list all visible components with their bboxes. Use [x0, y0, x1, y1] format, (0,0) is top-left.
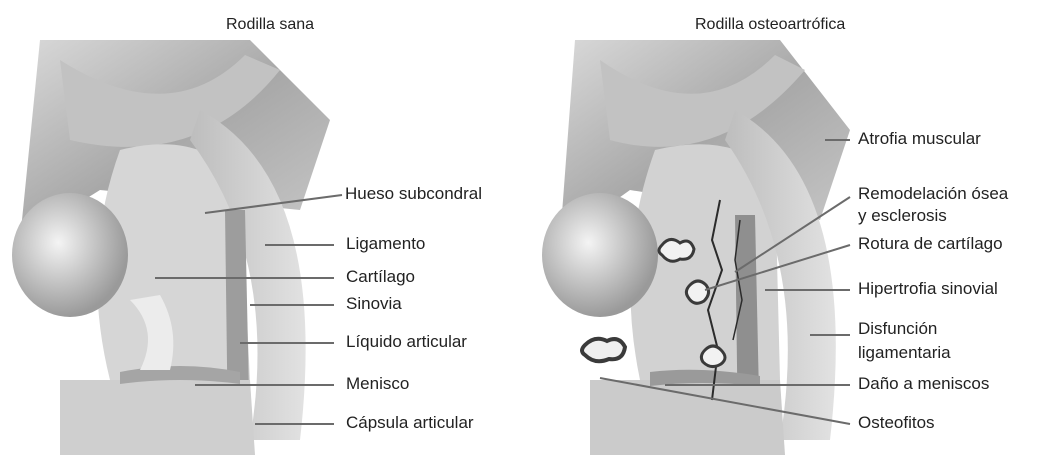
- oa-knee-illustration: [542, 40, 850, 455]
- label-osteophytes: Osteofitos: [858, 413, 935, 433]
- label-remodel-2: y esclerosis: [858, 206, 947, 226]
- label-synovium: Sinovia: [346, 294, 402, 314]
- healthy-title: Rodilla sana: [226, 16, 314, 34]
- label-fluid: Líquido articular: [346, 332, 467, 352]
- label-ligament: Ligamento: [346, 234, 425, 254]
- healthy-tibia: [60, 380, 255, 455]
- label-ligament-2: ligamentaria: [858, 343, 951, 363]
- label-subchondral: Hueso subcondral: [345, 184, 482, 204]
- label-meniscus: Menisco: [346, 374, 409, 394]
- label-ligament-1: Disfunción: [858, 319, 937, 339]
- label-remodel-1: Remodelación ósea: [858, 184, 1008, 204]
- oa-osteophyte: [582, 339, 625, 362]
- label-capsule: Cápsula articular: [346, 413, 474, 433]
- healthy-patella: [12, 193, 128, 317]
- oa-patella: [542, 193, 658, 317]
- label-synovial: Hipertrofia sinovial: [858, 279, 998, 299]
- label-atrophy: Atrofia muscular: [858, 129, 981, 149]
- label-cartilage-break: Rotura de cartílago: [858, 234, 1003, 254]
- label-meniscus-damage: Daño a meniscos: [858, 374, 989, 394]
- oa-title: Rodilla osteoartrófica: [695, 16, 845, 34]
- oa-tibia: [590, 380, 785, 455]
- label-cartilage: Cartílago: [346, 267, 415, 287]
- healthy-knee-illustration: [12, 40, 330, 455]
